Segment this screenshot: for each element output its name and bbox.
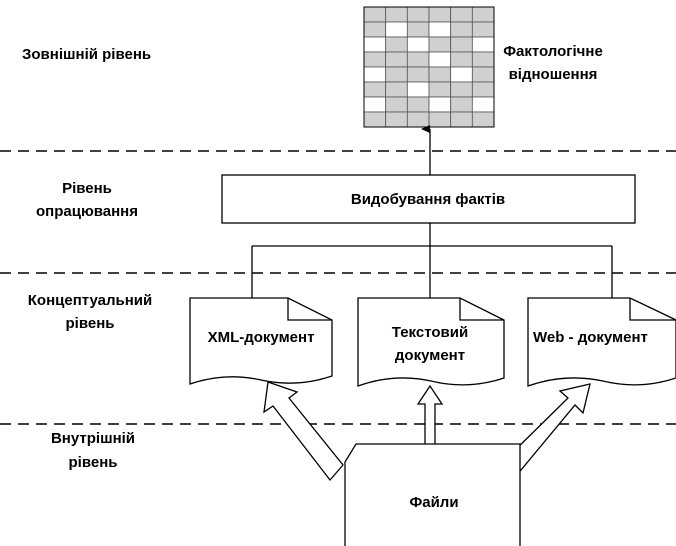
level-label-internal-line1: Внутрішній: [51, 430, 135, 447]
grid-cell: [406, 51, 430, 68]
grid-cell: [450, 6, 473, 23]
grid-cell: [406, 21, 430, 38]
grid-cell: [363, 66, 387, 83]
grid-cell: [450, 111, 473, 128]
text-document-fold: [459, 298, 504, 321]
xml-document-label: XML-документ: [208, 329, 315, 346]
web-document-label: Web - документ: [533, 329, 648, 346]
grid-cell: [471, 66, 495, 83]
grid-cell: [363, 51, 387, 68]
grid-cell: [406, 36, 430, 53]
documents-connector: [251, 223, 613, 298]
xml-document-fold: [287, 298, 332, 321]
files-box: [344, 443, 521, 546]
grid-cell: [385, 81, 408, 98]
grid-cell: [363, 6, 387, 23]
fact-relations-grid: [363, 6, 495, 128]
grid-cell: [363, 96, 387, 113]
arrow-files-to-web: [502, 383, 591, 477]
grid-cell: [471, 96, 495, 113]
grid-cell: [450, 36, 473, 53]
grid-cell: [406, 81, 430, 98]
grid-cell: [406, 6, 430, 23]
level-label-external: Зовнішній рівень: [22, 46, 151, 63]
grid-cell: [450, 51, 473, 68]
grid-cell: [471, 6, 495, 23]
grid-cell: [385, 66, 408, 83]
fact-relations-label-line1: Фактологічне: [503, 43, 603, 60]
grid-cell: [363, 21, 387, 38]
grid-cell: [450, 81, 473, 98]
grid-cell: [428, 66, 452, 83]
grid-cell: [428, 6, 452, 23]
arrow-files-to-xml: [263, 381, 344, 482]
text-document-label-line1: Текстовий: [392, 324, 468, 341]
fact-relations-label-line2: відношення: [509, 66, 598, 83]
level-label-conceptual-line1: Концептуальний: [28, 292, 152, 309]
grid-cell: [450, 96, 473, 113]
grid-cell: [406, 96, 430, 113]
grid-cell: [385, 96, 408, 113]
grid-cell: [363, 81, 387, 98]
grid-cell: [428, 21, 452, 38]
level-label-conceptual-line2: рівень: [66, 315, 115, 332]
grid-cell: [363, 111, 387, 128]
grid-cell: [428, 111, 452, 128]
grid-cell: [471, 51, 495, 68]
grid-cell: [363, 36, 387, 53]
grid-cell: [471, 36, 495, 53]
grid-cell: [385, 6, 408, 23]
level-label-processing-line2: опрацювання: [36, 203, 138, 220]
grid-cell: [385, 36, 408, 53]
fact-extraction-box: [221, 174, 636, 224]
level-label-internal-line2: рівень: [69, 454, 118, 471]
level-label-processing-line1: Рівень: [62, 180, 112, 197]
grid-cell: [385, 51, 408, 68]
grid-cell: [450, 21, 473, 38]
grid-cell: [471, 111, 495, 128]
grid-cell: [428, 36, 452, 53]
files-label: Файли: [409, 494, 458, 511]
grid-cell: [471, 21, 495, 38]
grid-cell: [428, 96, 452, 113]
grid-cell: [385, 111, 408, 128]
grid-cell: [471, 81, 495, 98]
grid-cell: [385, 21, 408, 38]
grid-cell: [428, 51, 452, 68]
text-document-shape: [357, 297, 505, 387]
text-document-label-line2: документ: [395, 347, 465, 364]
grid-cell: [406, 66, 430, 83]
web-document-fold: [629, 298, 676, 321]
grid-cell: [406, 111, 430, 128]
fact-extraction-label: Видобування фактів: [351, 191, 505, 208]
grid-cell: [428, 81, 452, 98]
grid-cell: [450, 66, 473, 83]
